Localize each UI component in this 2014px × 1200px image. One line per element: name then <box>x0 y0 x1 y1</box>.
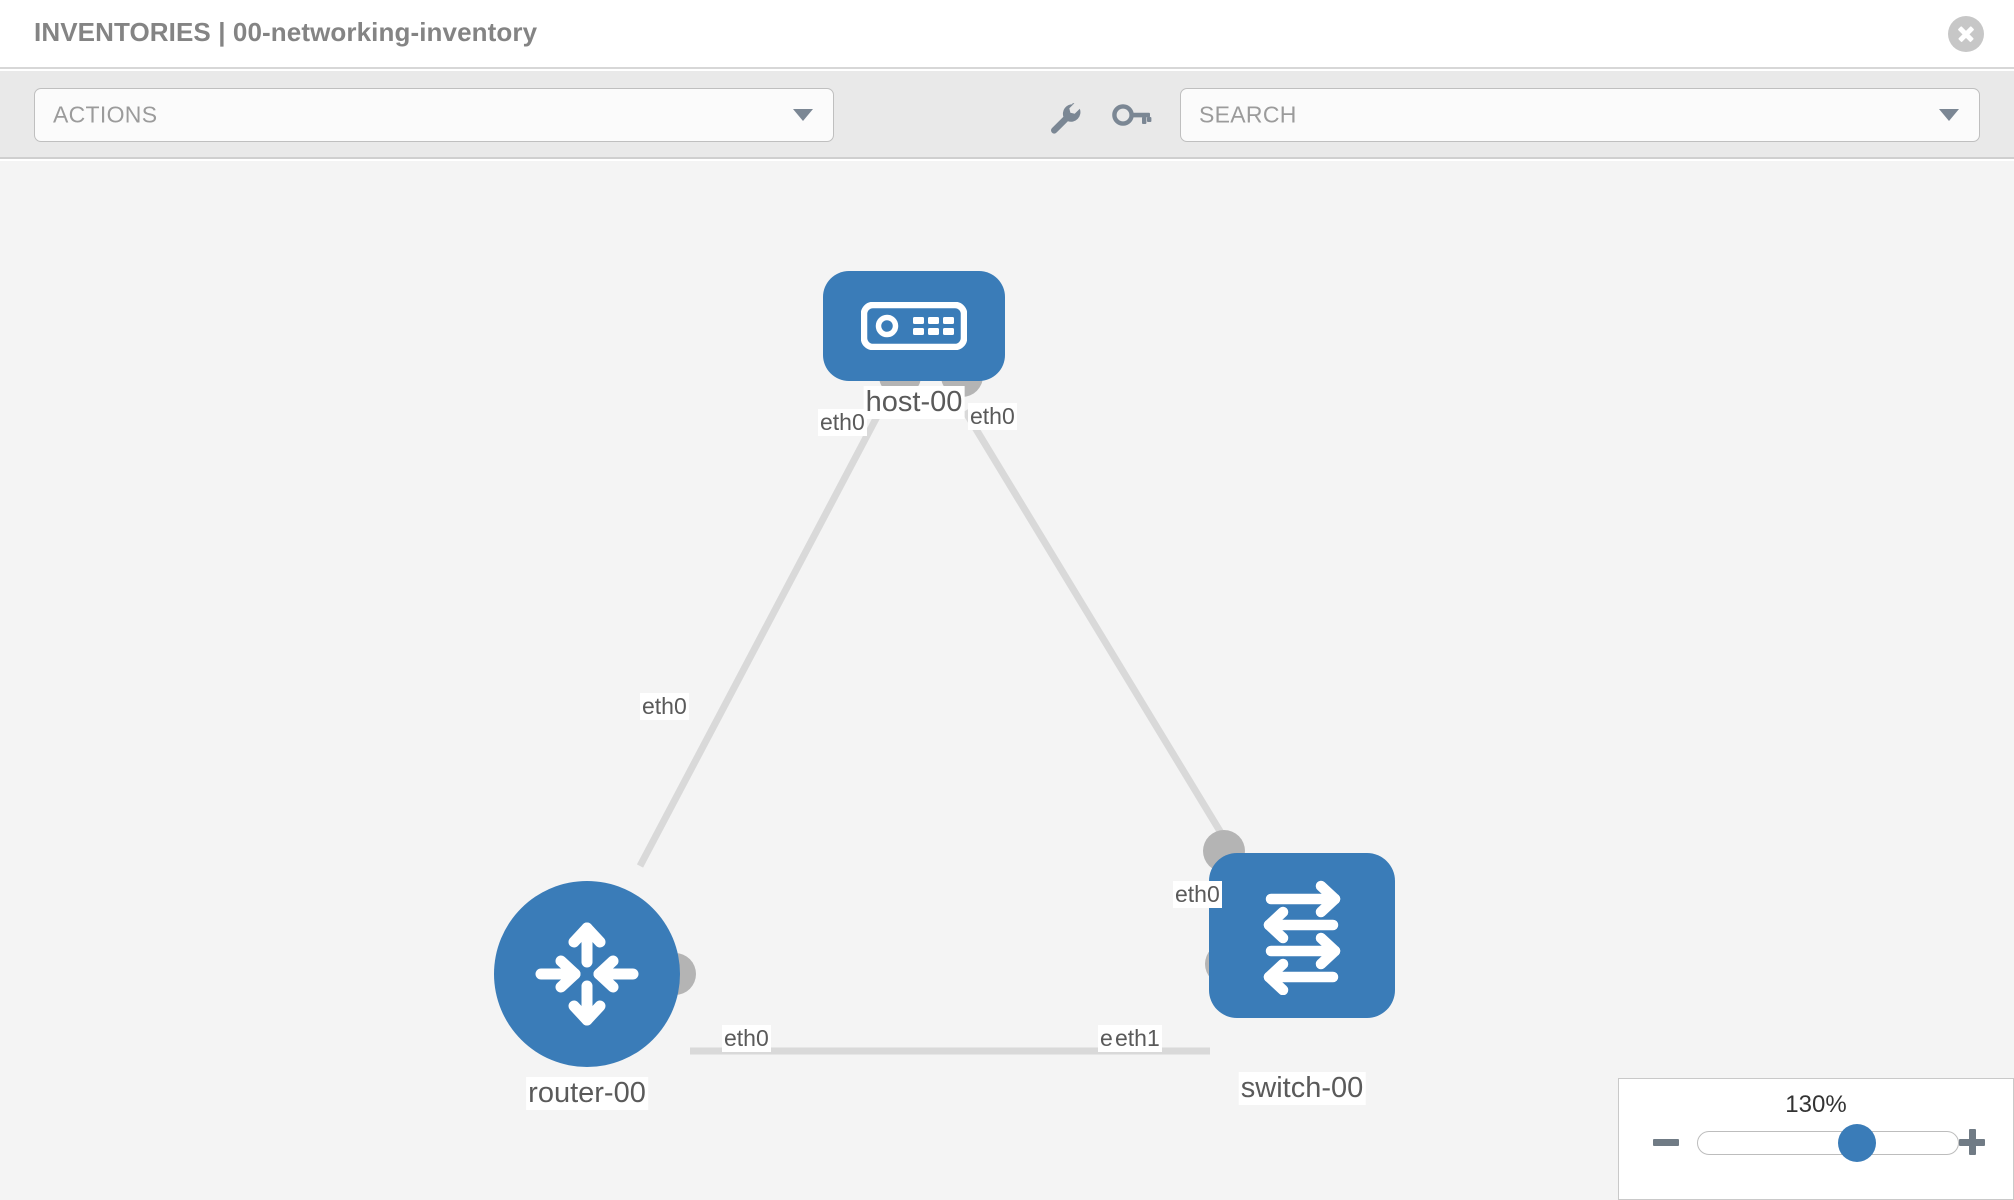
switch-icon-container <box>1209 853 1395 1018</box>
node-label-router-00: router-00 <box>526 1077 648 1110</box>
node-label-switch-00: switch-00 <box>1238 1072 1366 1105</box>
minus-icon[interactable] <box>1653 1129 1679 1155</box>
page-title: INVENTORIES | 00-networking-inventory <box>34 17 538 47</box>
close-icon[interactable] <box>1948 16 1984 52</box>
edge-label-switch-to-host: eth0 <box>1173 881 1222 908</box>
search-input[interactable]: SEARCH <box>1180 88 1980 142</box>
zoom-control-panel: 130% <box>1618 1078 2014 1200</box>
switch-arrows-icon <box>1263 880 1341 995</box>
node-router-00[interactable]: router-00 <box>494 881 696 1110</box>
router-arrows-icon <box>535 922 639 1026</box>
node-host-00[interactable]: host-00 <box>823 271 1005 419</box>
topology-links <box>636 409 1235 1055</box>
node-switch-00[interactable]: switch-00 <box>1203 798 1395 1105</box>
edge-label-host-right: eth0 <box>968 403 1017 430</box>
plus-icon[interactable] <box>1959 1129 1985 1155</box>
chevron-down-icon <box>1939 109 1959 121</box>
key-icon[interactable] <box>1110 101 1152 135</box>
link-host-router <box>636 409 884 868</box>
host-icon-container <box>823 271 1005 381</box>
server-icon <box>861 302 967 350</box>
toolbar: ACTIONS SEARCH <box>0 71 2014 159</box>
node-label-host-00: host-00 <box>863 386 965 419</box>
page-header: INVENTORIES | 00-networking-inventory <box>0 0 2014 69</box>
zoom-slider[interactable] <box>1697 1124 1959 1162</box>
zoom-percent-label: 130% <box>1785 1091 1847 1118</box>
edge-label-router-to-switch: eth0 <box>722 1025 771 1052</box>
wrench-icon[interactable] <box>1042 101 1084 135</box>
topology-canvas[interactable]: host-00 eth0 eth0 <box>0 161 2014 1200</box>
search-placeholder: SEARCH <box>1199 101 1297 128</box>
edge-label-host-left: eth0 <box>818 409 867 436</box>
edge-label-router-to-host: eth0 <box>640 693 689 720</box>
zoom-slider-thumb[interactable] <box>1837 1124 1876 1162</box>
link-host-switch <box>962 409 1235 853</box>
actions-dropdown[interactable]: ACTIONS <box>34 88 834 142</box>
chevron-down-icon <box>793 109 813 121</box>
actions-dropdown-label: ACTIONS <box>53 101 158 128</box>
router-icon-container <box>494 881 680 1067</box>
edge-label-switch-to-router-b: eth1 <box>1113 1025 1162 1052</box>
